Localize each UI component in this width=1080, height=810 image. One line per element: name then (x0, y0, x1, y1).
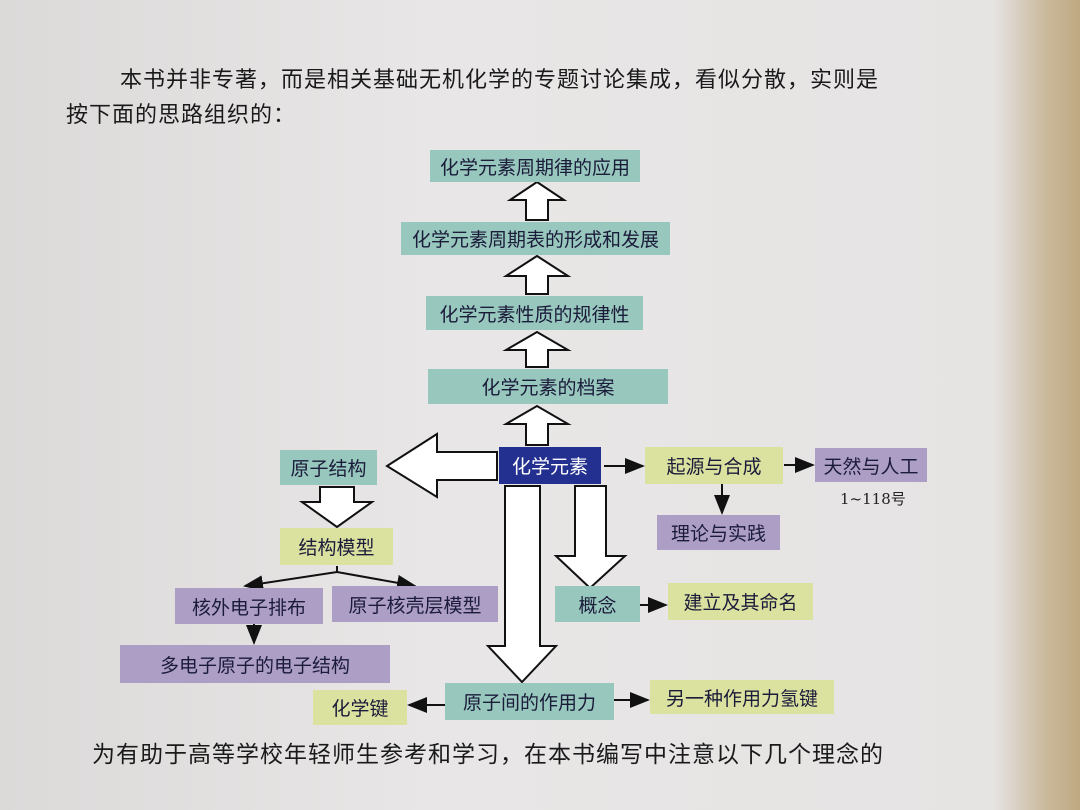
node-naming: 建立及其命名 (668, 583, 813, 620)
node-origin-synthesis: 起源与合成 (645, 447, 783, 484)
node-property-regularity: 化学元素性质的规律性 (426, 296, 643, 330)
hollow-down-arrow (553, 485, 628, 590)
hollow-up-arrow (502, 404, 572, 446)
node-structure-model: 结构模型 (280, 528, 393, 565)
node-electron-configuration: 核外电子排布 (175, 588, 323, 624)
node-multi-electron-structure: 多电子原子的电子结构 (120, 645, 390, 683)
hollow-down-arrow (298, 486, 376, 529)
node-interatomic-force: 原子间的作用力 (445, 683, 614, 720)
intro-line-2: 按下面的思路组织的： (66, 103, 297, 128)
node-element-archive: 化学元素的档案 (428, 369, 668, 404)
bottom-line: 为有助于高等学校年轻师生参考和学习，在本书编写中注意以下几个理念的 (92, 742, 884, 768)
hollow-up-arrow (502, 330, 572, 368)
intro-line-1: 本书并非专著，而是相关基础无机化学的专题讨论集成，看似分散，实则是 (120, 68, 880, 93)
node-natural-artificial: 天然与人工 (815, 448, 927, 482)
node-atomic-structure: 原子结构 (280, 450, 377, 485)
hollow-left-arrow (385, 432, 498, 499)
hollow-up-arrow (506, 180, 568, 221)
node-chemical-element: 化学元素 (499, 447, 601, 484)
node-periodic-table-development: 化学元素周期表的形成和发展 (401, 222, 670, 255)
node-theory-practice: 理论与实践 (657, 515, 780, 550)
node-periodic-law-application: 化学元素周期律的应用 (430, 150, 640, 182)
node-chemical-bond: 化学键 (313, 690, 407, 725)
hollow-up-arrow (502, 254, 572, 295)
node-concept: 概念 (555, 586, 640, 622)
node-nuclear-shell-model: 原子核壳层模型 (332, 586, 498, 622)
node-hydrogen-bond: 另一种作用力氢键 (650, 680, 834, 714)
element-range-label: 1~118号 (840, 490, 906, 508)
hollow-down-arrow (485, 485, 559, 684)
